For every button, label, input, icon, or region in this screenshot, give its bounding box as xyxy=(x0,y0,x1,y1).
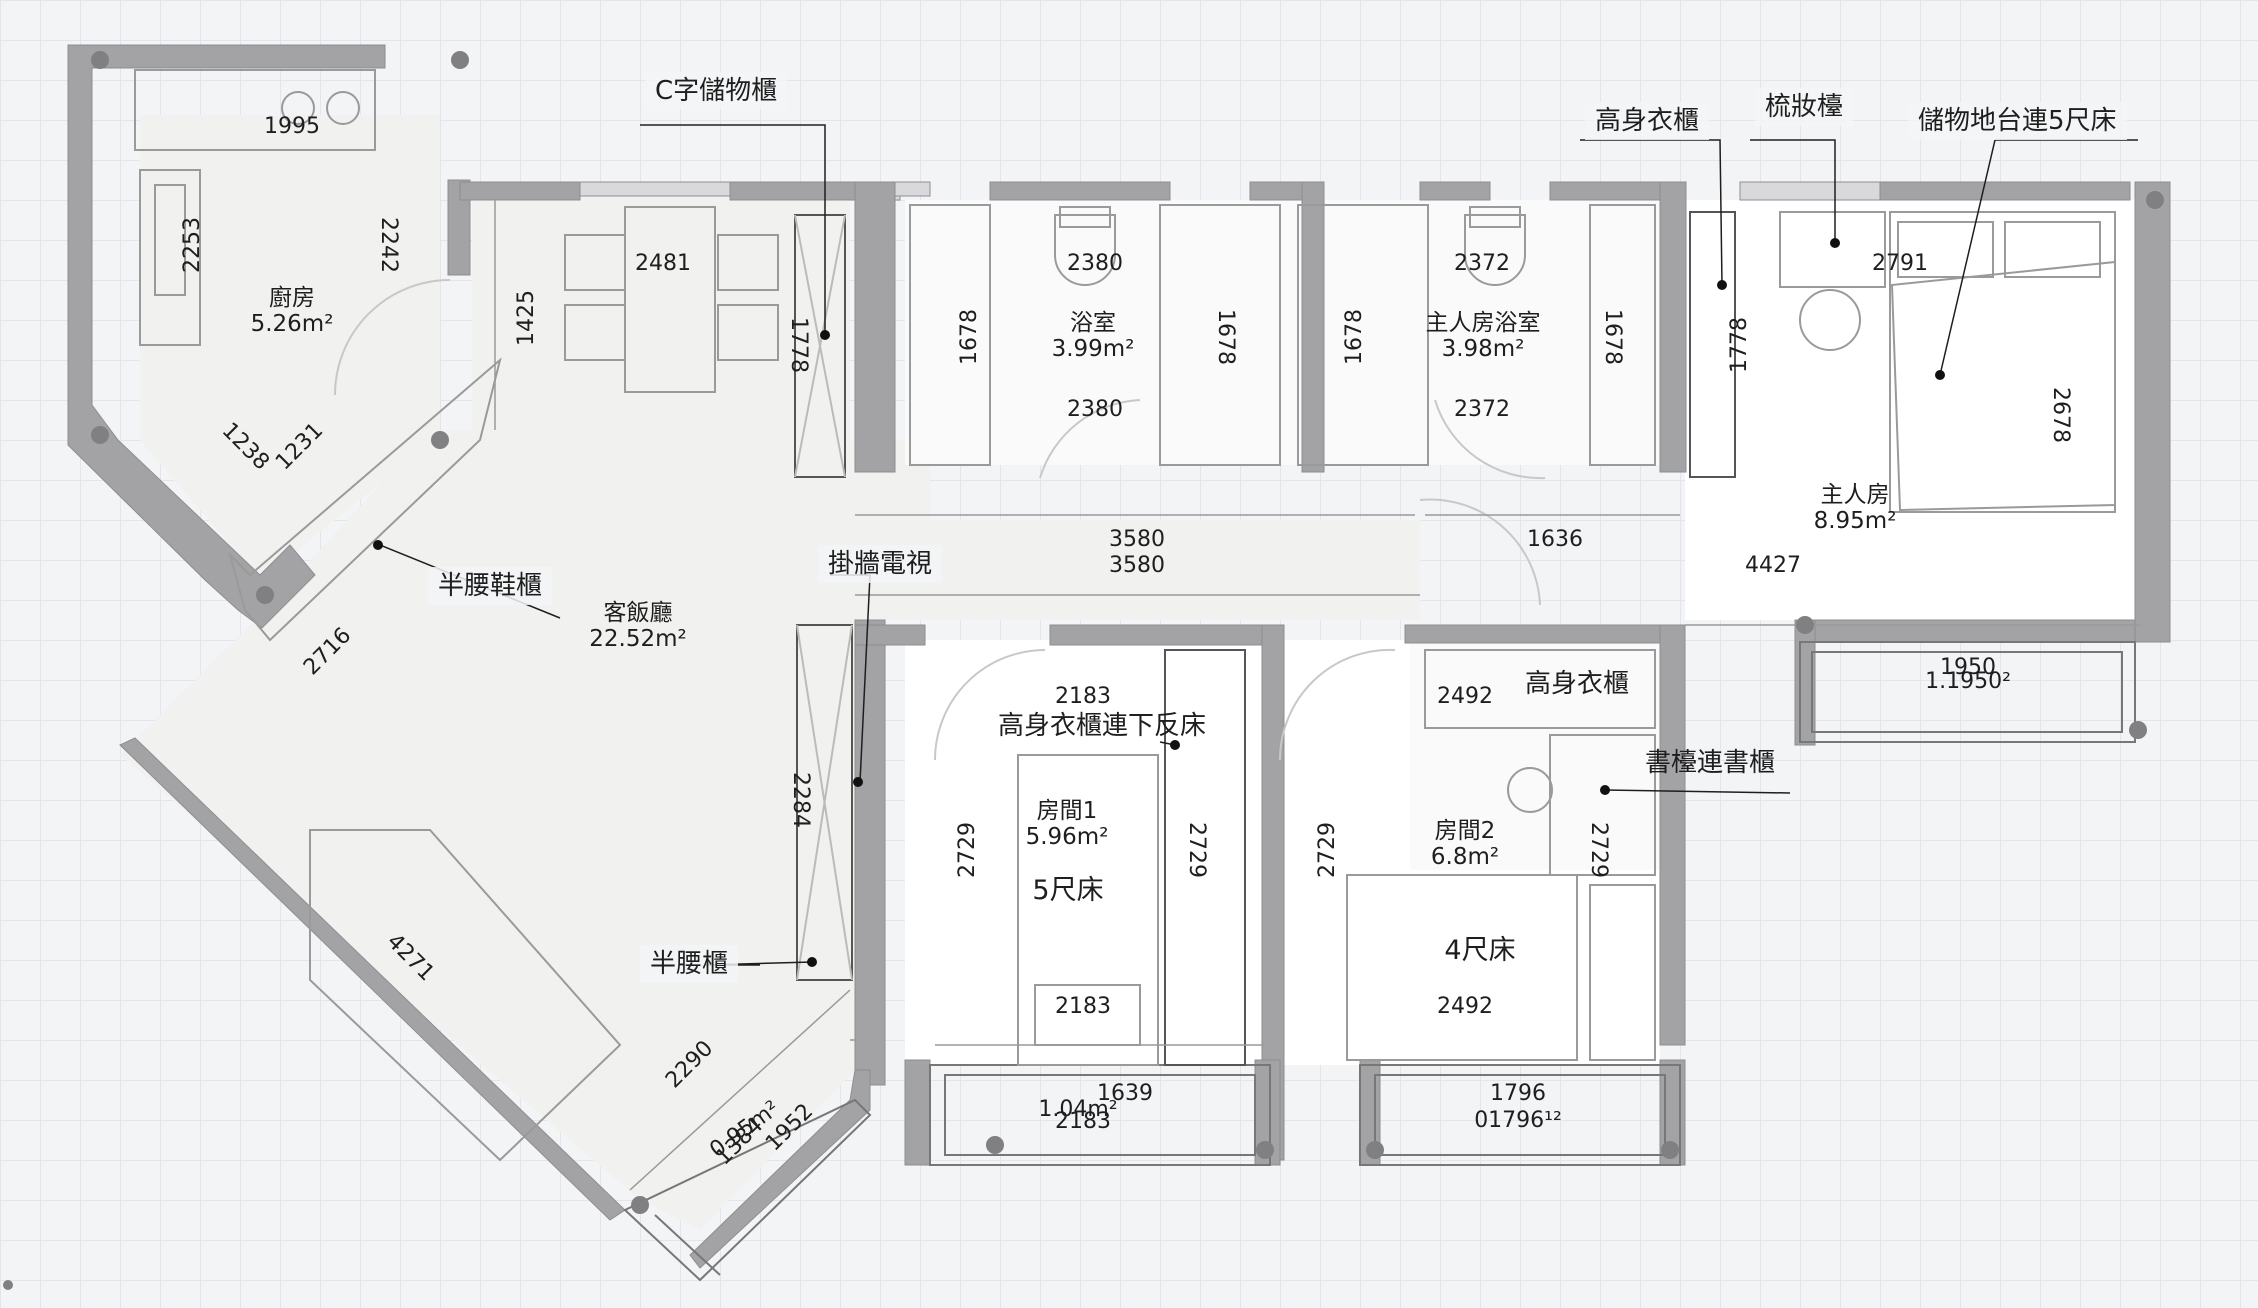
dim-label: 1.1950² xyxy=(1925,669,2011,694)
callout-c-storage: C字儲物櫃 xyxy=(645,72,788,110)
callout-tall-wardrobe: 高身衣櫃 xyxy=(1585,102,1710,140)
dim-label: 2183 xyxy=(1055,684,1111,709)
callout-storage-platform: 儲物地台連5尺床 xyxy=(1908,102,2127,140)
room-room1-name: 房間1 xyxy=(1036,798,1098,824)
callout-wall-tv: 掛牆電視 xyxy=(818,545,943,583)
dim-label: 1425 xyxy=(514,290,539,346)
dim-label: 2678 xyxy=(2048,387,2073,443)
room-master-bath-area: 3.98m² xyxy=(1441,336,1525,363)
callout-dots xyxy=(373,238,1945,967)
dim-label: 1636 xyxy=(1527,527,1583,552)
dim-label: 2372 xyxy=(1454,251,1510,276)
dimension-lines xyxy=(494,200,2140,1191)
dim-label: 1639 xyxy=(1097,1081,1153,1106)
dim-label: 2242 xyxy=(376,217,401,273)
dim-label: 2729 xyxy=(1184,822,1209,878)
dim-label: 2284 xyxy=(788,772,813,828)
callout-wardrobe-bed: 高身衣櫃連下反床 xyxy=(998,711,1207,741)
dim-label: 2372 xyxy=(1454,397,1510,422)
room-room1-area: 5.96m² xyxy=(1025,824,1109,851)
dim-label: 1678 xyxy=(1600,309,1625,365)
dim-label: 3580 xyxy=(1109,527,1165,552)
room-master-bath-name: 主人房浴室 xyxy=(1425,310,1541,336)
callout-half-shoe-cabinet: 半腰鞋櫃 xyxy=(428,567,553,605)
callout-tall-wardrobe-2: 高身衣櫃 xyxy=(1525,669,1630,699)
room-bath-area: 3.99m² xyxy=(1051,336,1135,363)
dim-label: 2380 xyxy=(1067,397,1123,422)
callout-dresser: 梳妝檯 xyxy=(1755,88,1854,126)
room-kitchen-name: 廚房 xyxy=(269,285,315,311)
dim-label: 2492 xyxy=(1437,684,1493,709)
dim-label: 2791 xyxy=(1872,251,1928,276)
door-swings xyxy=(334,279,1546,761)
bed-label-room1: 5尺床 xyxy=(1032,875,1104,906)
room-living-area: 22.52m² xyxy=(589,626,687,653)
dim-label: 2380 xyxy=(1067,251,1123,276)
dim-label: 2729 xyxy=(1315,822,1340,878)
room-living-name: 客飯廳 xyxy=(603,600,673,626)
dim-label: 1796 xyxy=(1490,1081,1546,1106)
dim-label: 1778 xyxy=(1727,317,1752,373)
dim-label: 3580 xyxy=(1109,553,1165,578)
column-markers xyxy=(3,51,2164,1290)
walls xyxy=(67,44,2171,1269)
dim-label: 1950 xyxy=(1940,655,1996,680)
floor-fills xyxy=(120,115,2135,1230)
dim-label: 2183 xyxy=(1055,994,1111,1019)
dim-label: 2729 xyxy=(1586,822,1611,878)
room-master-area: 8.95m² xyxy=(1813,508,1897,535)
dim-label: 1995 xyxy=(264,114,320,139)
dim-label: 1678 xyxy=(1342,309,1367,365)
dim-label: 2481 xyxy=(635,251,691,276)
dim-label: 2729 xyxy=(955,822,980,878)
dim-label: 2183 xyxy=(1055,1109,1111,1134)
dim-label: 2253 xyxy=(180,217,205,273)
dim-label: 01796¹² xyxy=(1474,1108,1562,1133)
dim-label: 4427 xyxy=(1745,553,1801,578)
room-master-name: 主人房 xyxy=(1820,482,1890,508)
dim-label: 1678 xyxy=(1213,309,1238,365)
room-room2-name: 房間2 xyxy=(1434,818,1496,844)
callout-desk-shelf: 書檯連書櫃 xyxy=(1645,748,1776,778)
dim-label: 2492 xyxy=(1437,994,1493,1019)
furniture xyxy=(134,69,2116,1162)
room-room2-area: 6.8m² xyxy=(1430,844,1500,871)
balconies xyxy=(623,641,2136,1282)
bed-label-room2: 4尺床 xyxy=(1444,935,1516,966)
room-kitchen-area: 5.26m² xyxy=(250,311,334,338)
room-bath-name: 浴室 xyxy=(1070,310,1116,336)
dim-label: 1778 xyxy=(786,317,811,373)
dim-label: 1678 xyxy=(957,309,982,365)
callout-half-cabinet: 半腰櫃 xyxy=(640,945,739,983)
dim-label: 1.04m² xyxy=(1038,1097,1118,1122)
